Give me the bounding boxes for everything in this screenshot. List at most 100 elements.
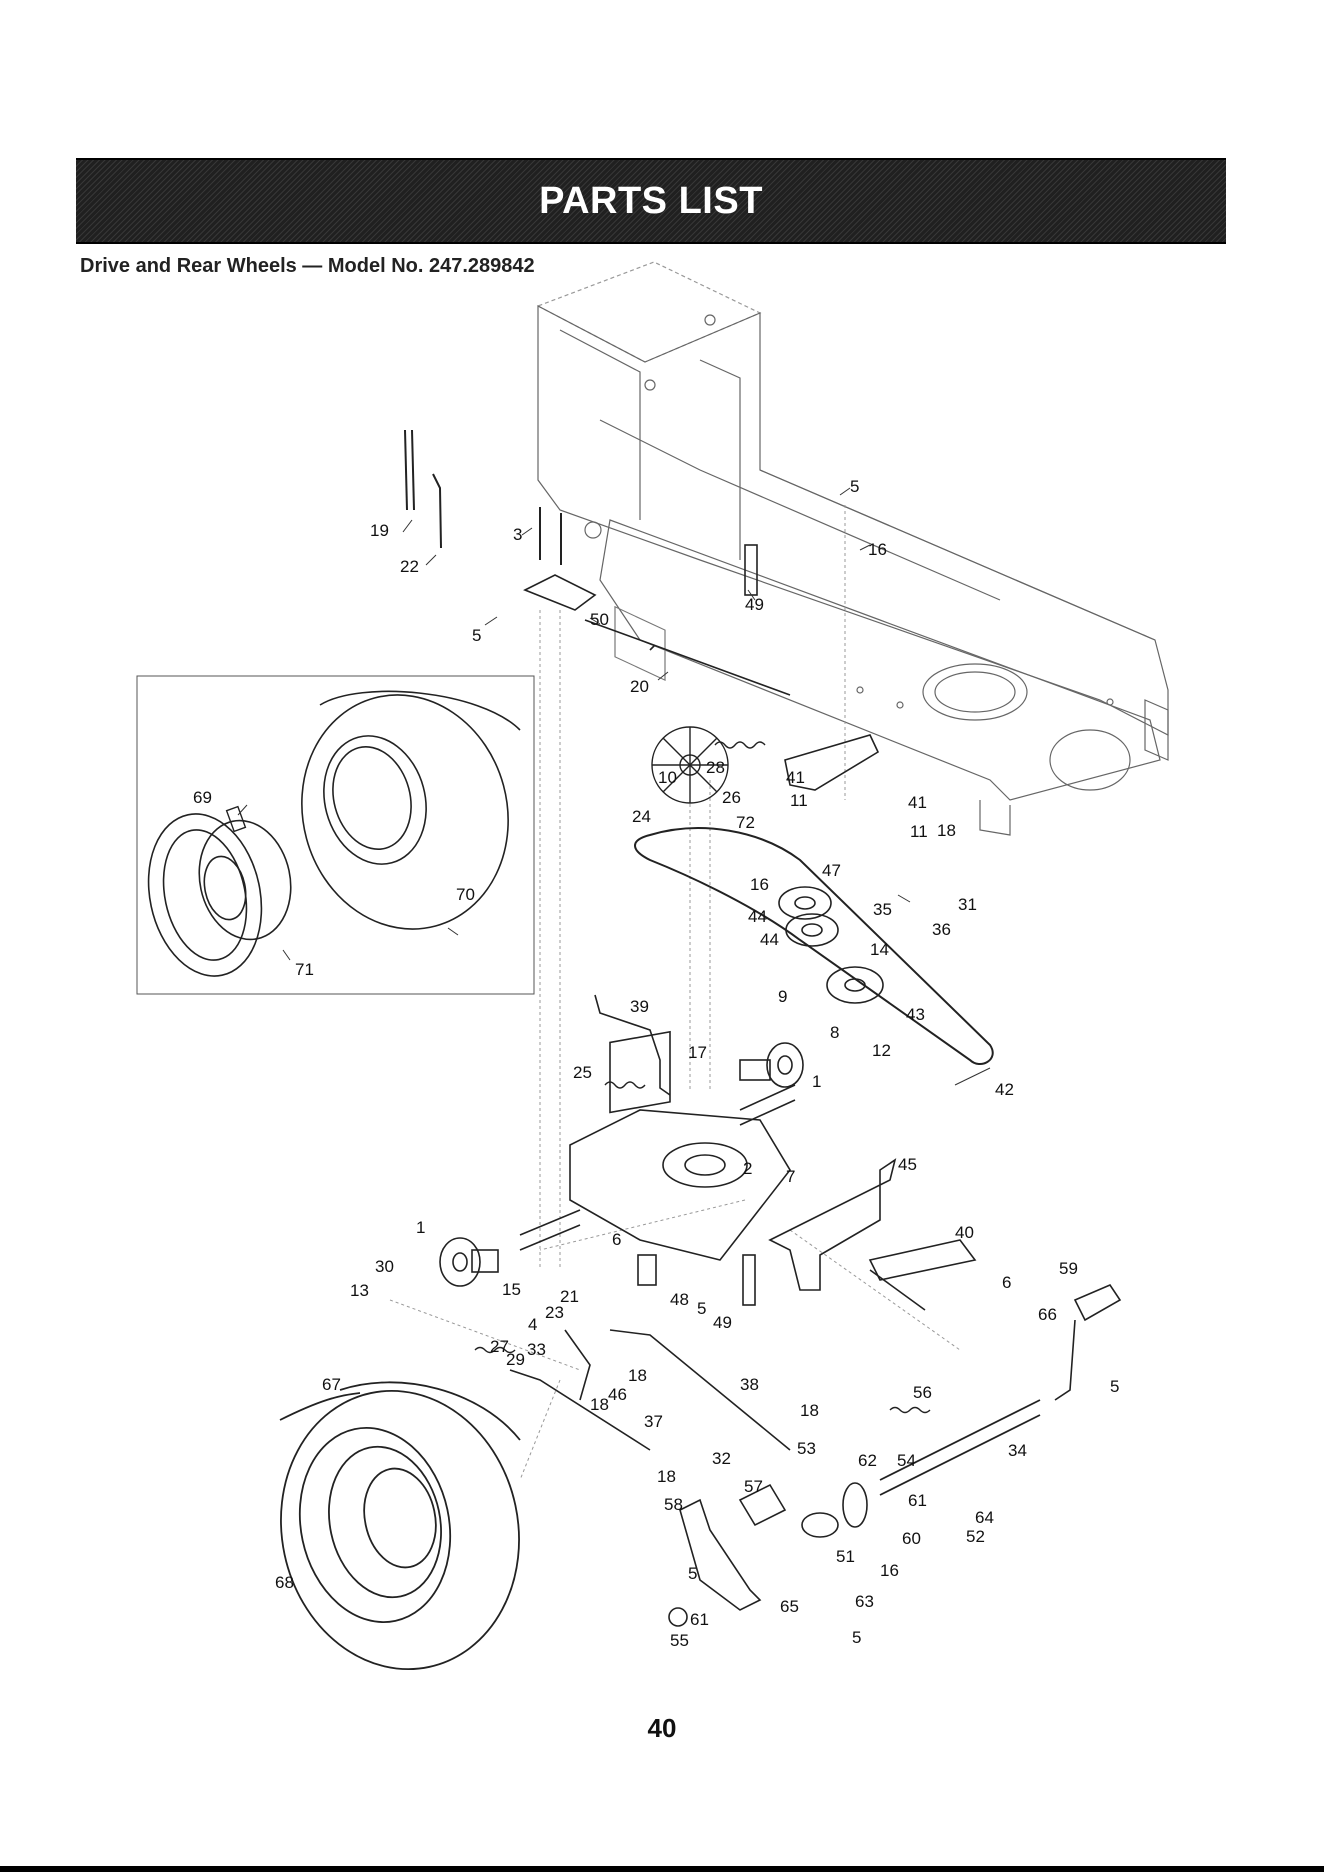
callout-43: 43 [906,1005,925,1024]
callout-29: 29 [506,1350,525,1369]
callout-72: 72 [736,813,755,832]
callout-71: 71 [295,960,314,979]
spring-27 [474,1346,516,1354]
hub-left [439,1237,499,1287]
callout-23: 23 [545,1303,564,1322]
callout-5: 5 [850,477,859,496]
bracket-left [523,574,597,611]
page-bottom-rule [0,1866,1324,1872]
cooling-fan [651,726,729,804]
pedal-shaft-34 [879,1399,1041,1496]
parts-list-banner: PARTS LIST [76,158,1226,244]
callout-5: 5 [697,1299,706,1318]
callout-54: 54 [897,1451,916,1470]
callout-19: 19 [370,521,389,540]
callout-66: 66 [1038,1305,1057,1324]
callout-55: 55 [670,1631,689,1650]
idler-bracket [784,734,880,791]
callout-46: 46 [608,1385,627,1404]
callout-60: 60 [902,1529,921,1548]
rear-tire [279,1381,521,1671]
callout-25: 25 [573,1063,592,1082]
callout-17: 17 [688,1043,707,1062]
callout-58: 58 [664,1495,683,1514]
callout-45: 45 [898,1155,917,1174]
callout-32: 32 [712,1449,731,1468]
callout-41: 41 [908,793,927,812]
callout-24: 24 [632,807,651,826]
callout-53: 53 [797,1439,816,1458]
chassis-frame [536,261,1169,836]
callout-26: 26 [722,788,741,807]
callout-39: 39 [630,997,649,1016]
callout-4: 4 [528,1315,537,1334]
drive-belt [634,827,994,1065]
link-46 [564,1329,591,1401]
leader-lines [237,487,991,1086]
page-number: 40 [647,1713,677,1743]
callout-62: 62 [858,1451,877,1470]
brake-rod-37 [509,1369,651,1451]
callout-27: 27 [490,1337,509,1356]
callout-18: 18 [937,821,956,840]
callout-63: 63 [855,1592,874,1611]
callout-42: 42 [995,1080,1014,1099]
inset-rim [147,813,292,977]
callout-16: 16 [880,1561,899,1580]
shift-rod-39 [594,994,671,1096]
callout-18: 18 [590,1395,609,1414]
bracket-49-low [742,1254,756,1306]
callout-5: 5 [1110,1377,1119,1396]
callout-1: 1 [416,1218,425,1237]
brake-rod-38 [609,1329,791,1451]
callout-51: 51 [836,1547,855,1566]
callout-7: 7 [786,1167,795,1186]
callout-8: 8 [830,1023,839,1042]
callout-14: 14 [870,940,889,959]
callout-44: 44 [760,930,779,949]
callout-22: 22 [400,557,419,576]
hub-right [739,1042,804,1088]
callout-56: 56 [913,1383,932,1402]
callout-5: 5 [472,626,481,645]
wheel-inset-box [136,675,535,995]
callout-16: 16 [868,540,887,559]
callout-48: 48 [670,1290,689,1309]
callout-18: 18 [657,1467,676,1486]
callout-59: 59 [1059,1259,1078,1278]
callout-6: 6 [1002,1273,1011,1292]
pedal-arm-58 [679,1498,762,1611]
callout-44: 44 [748,907,767,926]
callout-20: 20 [630,677,649,696]
callout-18: 18 [628,1366,647,1385]
callout-61: 61 [908,1491,927,1510]
callout-30: 30 [375,1257,394,1276]
callout-70: 70 [456,885,475,904]
callout-18: 18 [800,1401,819,1420]
callout-67: 67 [322,1375,341,1394]
pedal-59 [1054,1284,1122,1401]
callout-3: 3 [513,525,522,544]
callout-64: 64 [975,1508,994,1527]
pedal-57 [738,1483,787,1527]
alignment-lines [389,505,961,1481]
callout-1: 1 [812,1072,821,1091]
callout-68: 68 [275,1573,294,1592]
section-subtitle: Drive and Rear Wheels — Model No. 247.28… [80,255,535,277]
callout-28: 28 [706,758,725,777]
callout-37: 37 [644,1412,663,1431]
pulleys [778,886,884,1004]
knob-55 [668,1607,688,1627]
callout-11: 11 [790,791,808,810]
callout-65: 65 [780,1597,799,1616]
callout-57: 57 [744,1477,763,1496]
cable-ties [404,429,442,549]
bracket-48 [637,1254,657,1286]
pivot-51 [801,1482,868,1538]
callout-2: 2 [743,1159,752,1178]
callout-9: 9 [778,987,787,1006]
callout-49: 49 [745,595,764,614]
callout-49: 49 [713,1313,732,1332]
inset-tire [301,690,521,930]
